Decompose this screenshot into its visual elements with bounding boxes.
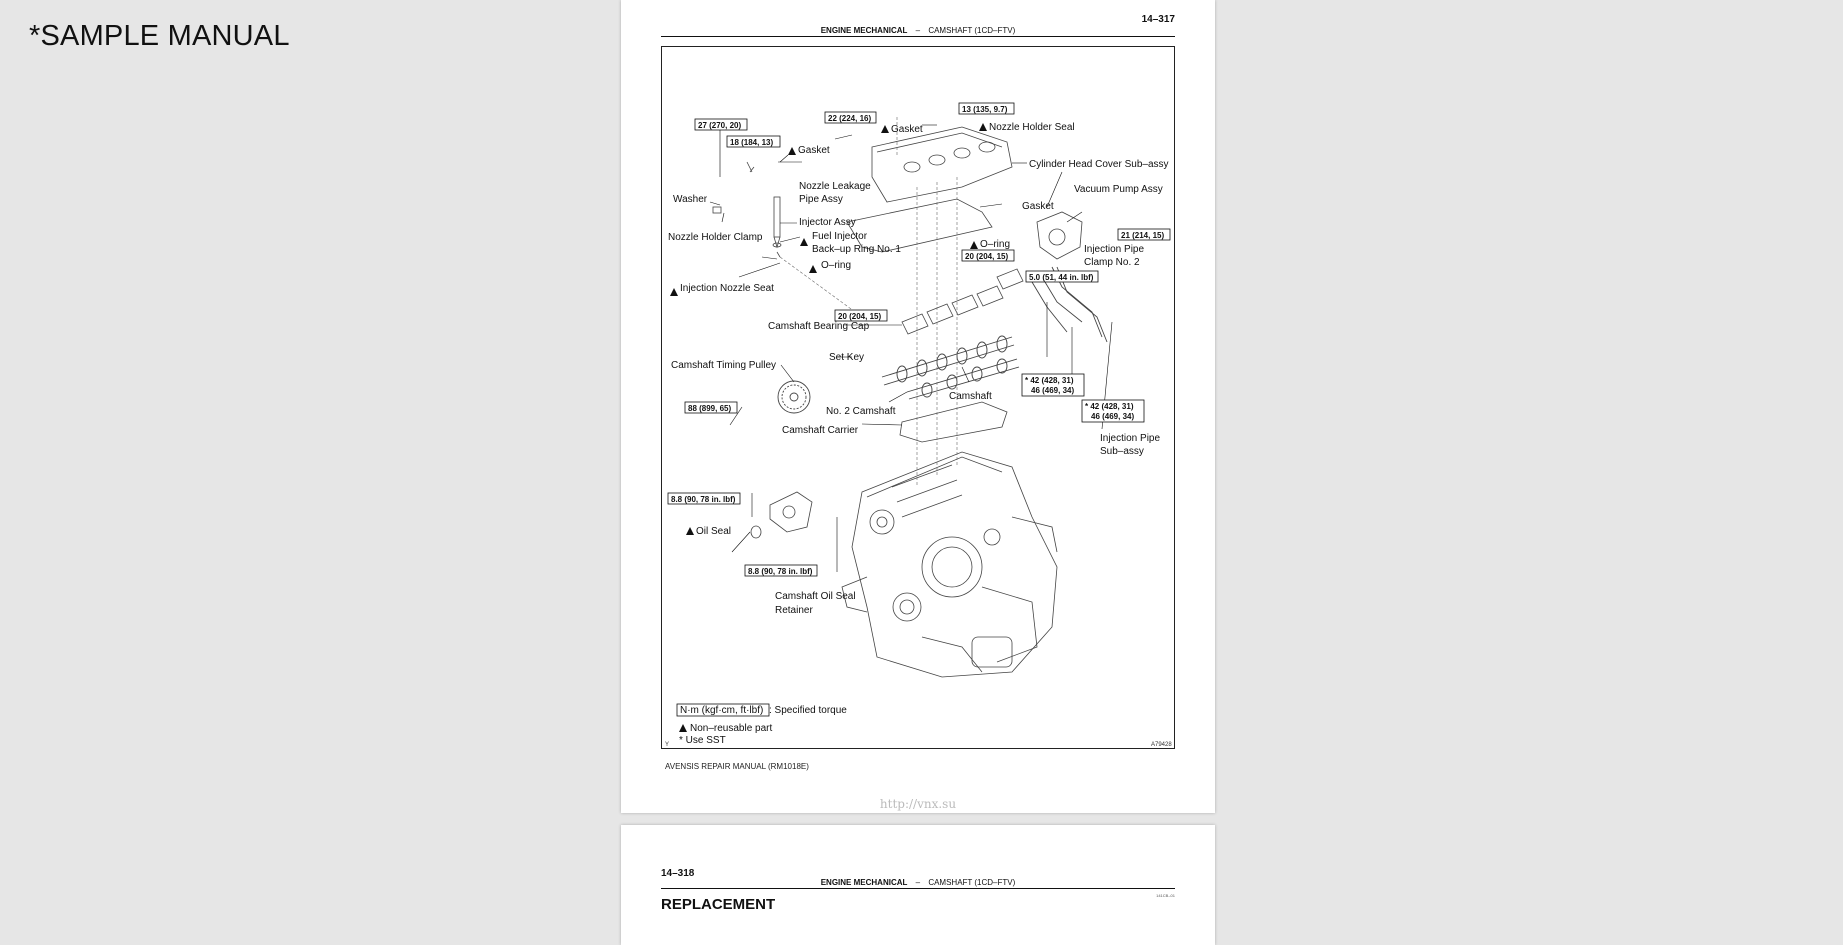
label-no2-camshaft: No. 2 Camshaft bbox=[826, 406, 896, 417]
label-vacuum-pump: Vacuum Pump Assy bbox=[1074, 184, 1163, 195]
header-subsection: CAMSHAFT (1CD–FTV) bbox=[928, 878, 1016, 887]
manual-page-14-317: 14–317 ENGINE MECHANICAL – CAMSHAFT (1CD… bbox=[621, 0, 1215, 813]
page-header: ENGINE MECHANICAL – CAMSHAFT (1CD–FTV) bbox=[661, 26, 1175, 37]
legend-sst: * Use SST bbox=[679, 735, 726, 746]
header-separator: – bbox=[915, 26, 921, 35]
torque-22: 22 (224, 16) bbox=[828, 114, 871, 123]
engine-block-drawing bbox=[841, 451, 1058, 678]
label-injector-assy: Injector Assy bbox=[799, 217, 856, 228]
torque-5: 5.0 (51, 44 in. lbf) bbox=[1029, 273, 1094, 282]
leader-lines bbox=[709, 124, 1113, 572]
label-gasket-mid: Gasket bbox=[1022, 201, 1054, 212]
exploded-diagram: 27 (270, 20) 18 (184, 13) 22 (224, 16) 1… bbox=[661, 46, 1175, 749]
label-camshaft-bearing-cap: Camshaft Bearing Cap bbox=[768, 321, 870, 332]
manual-page-14-318: 14–318 ENGINE MECHANICAL – CAMSHAFT (1CD… bbox=[621, 825, 1215, 945]
torque-20a: 20 (204, 15) bbox=[965, 252, 1008, 261]
label-washer: Washer bbox=[673, 194, 708, 205]
page-footer: AVENSIS REPAIR MANUAL (RM1018E) bbox=[665, 762, 809, 771]
label-inj-clamp-line2: Clamp No. 2 bbox=[1084, 257, 1140, 268]
header-section: ENGINE MECHANICAL bbox=[820, 26, 908, 35]
guide-lines bbox=[779, 117, 958, 487]
timing-pulley-drawing bbox=[777, 380, 811, 414]
legend-nonreusable: Non–reusable part bbox=[690, 723, 772, 734]
label-retainer-line1: Camshaft Oil Seal bbox=[775, 591, 856, 602]
section-heading: REPLACEMENT bbox=[661, 896, 776, 913]
label-o-ring-left: O–ring bbox=[821, 260, 851, 271]
page-header: ENGINE MECHANICAL – CAMSHAFT (1CD–FTV) bbox=[661, 878, 1175, 889]
header-subsection: CAMSHAFT (1CD–FTV) bbox=[928, 26, 1016, 35]
torque-27: 27 (270, 20) bbox=[698, 121, 741, 130]
torque-8-8a: 8.8 (90, 78 in. lbf) bbox=[671, 495, 736, 504]
label-nozzle-holder-seal: Nozzle Holder Seal bbox=[989, 122, 1075, 133]
sample-manual-watermark: *SAMPLE MANUAL bbox=[29, 20, 290, 52]
torque-88: 88 (899, 65) bbox=[688, 404, 731, 413]
injector-drawing bbox=[712, 122, 782, 258]
camshaft-drawing bbox=[881, 335, 1020, 400]
header-separator: – bbox=[915, 878, 921, 887]
label-cylinder-head-cover: Cylinder Head Cover Sub–assy bbox=[1029, 159, 1169, 170]
label-camshaft-timing-pulley: Camshaft Timing Pulley bbox=[671, 360, 776, 371]
page-number: 14–317 bbox=[1141, 14, 1175, 25]
legend-unit: N·m (kgf·cm, ft·lbf) bbox=[680, 705, 763, 716]
label-camshaft: Camshaft bbox=[949, 391, 992, 402]
nonreusable-markers bbox=[670, 123, 987, 535]
cylinder-head-cover-drawing bbox=[871, 126, 1013, 203]
torque-42b-line2: 46 (469, 34) bbox=[1091, 412, 1134, 421]
label-retainer-line2: Retainer bbox=[775, 605, 813, 616]
bearing-caps-drawing bbox=[901, 268, 1024, 335]
figure-corner-letter: Y bbox=[665, 742, 669, 748]
legend-unit-desc: : Specified torque bbox=[769, 705, 847, 716]
label-camshaft-carrier: Camshaft Carrier bbox=[782, 425, 859, 436]
page-code: 141CB–01 bbox=[1156, 893, 1175, 898]
page-number: 14–318 bbox=[661, 868, 695, 879]
legend-triangle-icon bbox=[679, 724, 687, 732]
oil-seal-retainer-drawing bbox=[750, 491, 813, 539]
vacuum-pump-drawing bbox=[1036, 211, 1083, 260]
legend: N·m (kgf·cm, ft·lbf) : Specified torque … bbox=[676, 703, 847, 746]
label-o-ring-right: O–ring bbox=[980, 239, 1010, 250]
label-nozzle-holder-clamp: Nozzle Holder Clamp bbox=[668, 232, 763, 243]
torque-8-8b: 8.8 (90, 78 in. lbf) bbox=[748, 567, 813, 576]
header-section: ENGINE MECHANICAL bbox=[820, 878, 908, 887]
label-nozzle-leakage-line2: Pipe Assy bbox=[799, 194, 843, 205]
label-inj-clamp-line1: Injection Pipe bbox=[1084, 244, 1144, 255]
label-fuel-injector-line2: Back–up Ring No. 1 bbox=[812, 244, 901, 255]
source-watermark-url: http://vnx.su bbox=[879, 797, 957, 811]
label-inj-pipe-line1: Injection Pipe bbox=[1100, 433, 1160, 444]
label-gasket-top: Gasket bbox=[891, 124, 923, 135]
label-gasket-left: Gasket bbox=[798, 145, 830, 156]
torque-42b-line1: * 42 (428, 31) bbox=[1085, 402, 1134, 411]
torque-21: 21 (214, 15) bbox=[1121, 231, 1164, 240]
figure-code: A79428 bbox=[1151, 742, 1172, 748]
camshaft-carrier-drawing bbox=[899, 401, 1008, 443]
torque-13: 13 (135, 9.7) bbox=[962, 105, 1008, 114]
label-oil-seal: Oil Seal bbox=[696, 526, 731, 537]
diagram-svg: 27 (270, 20) 18 (184, 13) 22 (224, 16) 1… bbox=[665, 102, 1172, 748]
torque-20b: 20 (204, 15) bbox=[838, 312, 881, 321]
label-inj-pipe-line2: Sub–assy bbox=[1100, 446, 1144, 457]
torque-42a-line2: 46 (469, 34) bbox=[1031, 386, 1074, 395]
torque-specs bbox=[667, 102, 1171, 577]
label-set-key: Set Key bbox=[829, 352, 864, 363]
label-fuel-injector-line1: Fuel Injector bbox=[812, 231, 868, 242]
torque-42a-line1: * 42 (428, 31) bbox=[1025, 376, 1074, 385]
torque-18: 18 (184, 13) bbox=[730, 138, 773, 147]
label-injection-nozzle-seat: Injection Nozzle Seat bbox=[680, 283, 774, 294]
label-nozzle-leakage-line1: Nozzle Leakage bbox=[799, 181, 871, 192]
